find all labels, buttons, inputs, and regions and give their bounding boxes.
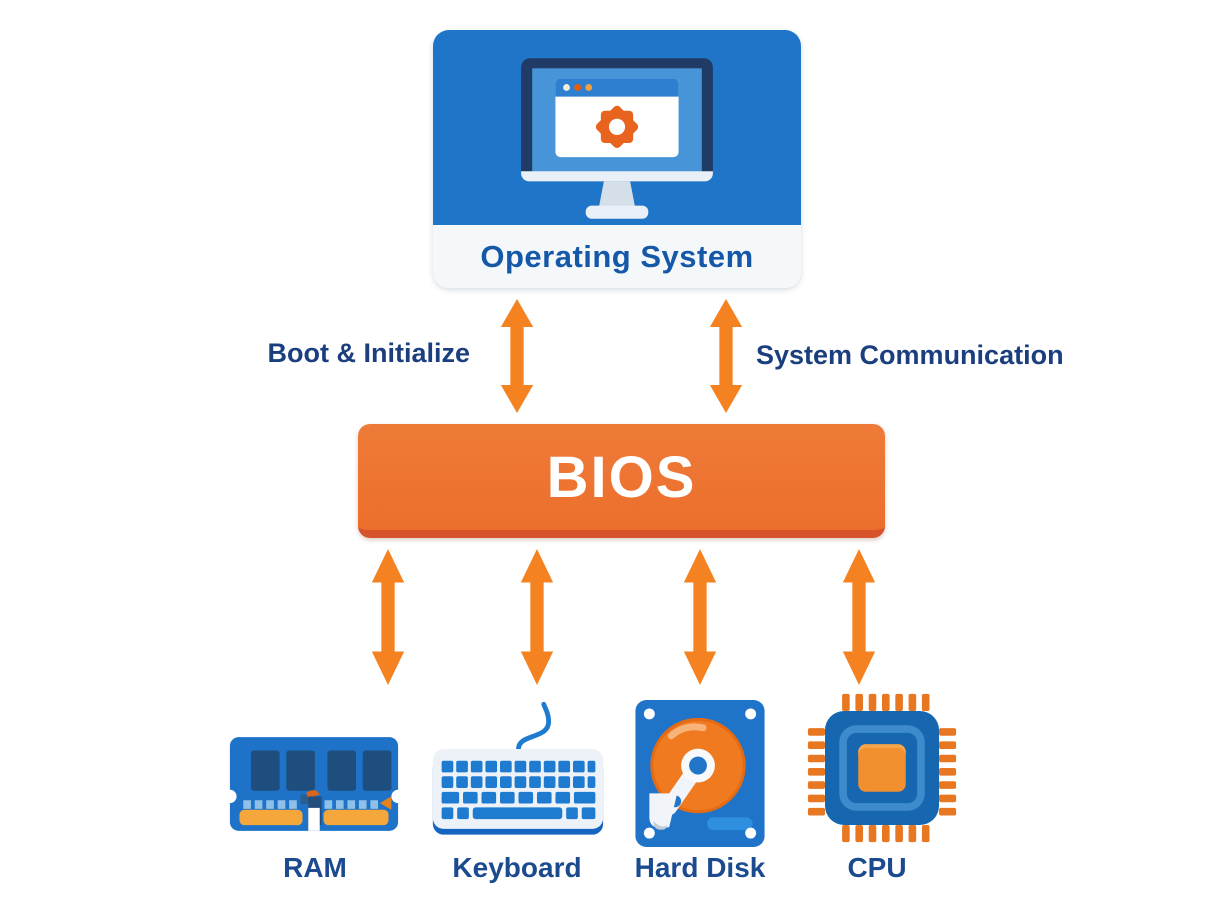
operating-system-label: Operating System	[480, 238, 754, 274]
boot-initialize-label: Boot & Initialize	[267, 338, 471, 368]
monitor-gear-icon	[521, 58, 713, 219]
operating-system-label-bar: Operating System	[433, 225, 801, 288]
operating-system-icon-area	[433, 30, 801, 225]
cpu-icon	[807, 693, 957, 843]
operating-system-node: Operating System	[433, 30, 801, 288]
hard-disk-label: Hard Disk	[634, 852, 766, 883]
ram-label: RAM	[283, 852, 347, 883]
keyboard-icon	[432, 701, 604, 835]
double-arrow-icon-cpu	[842, 549, 876, 685]
bios-node: BIOS	[358, 424, 885, 538]
ram-icon	[228, 737, 400, 831]
double-arrow-icon-hard-disk	[683, 549, 717, 685]
system-communication-label: System Communication	[756, 340, 1064, 370]
hard-disk-icon	[635, 700, 765, 847]
double-arrow-icon-os-left	[500, 299, 534, 413]
double-arrow-icon-os-right	[709, 299, 743, 413]
double-arrow-icon-ram	[371, 549, 405, 685]
cpu-label: CPU	[847, 852, 907, 883]
keyboard-label: Keyboard	[452, 852, 582, 883]
double-arrow-icon-keyboard	[520, 549, 554, 685]
bios-label: BIOS	[546, 444, 697, 510]
